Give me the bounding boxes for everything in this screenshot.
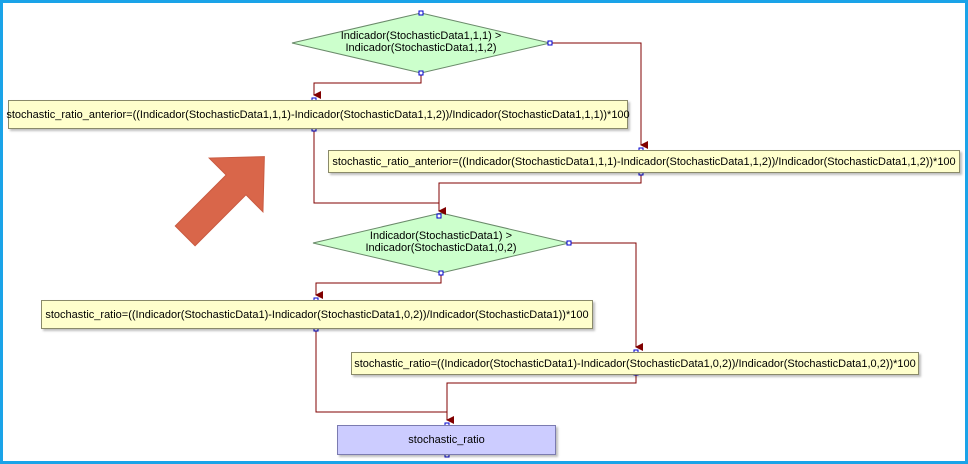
connector-p2-merge [438,173,642,211]
end-box[interactable]: stochastic_ratio [337,425,556,455]
process-box-4[interactable]: stochastic_ratio=((Indicador(StochasticD… [351,352,919,375]
process-box-1-label: stochastic_ratio_anterior=((Indicador(St… [6,108,630,121]
process-box-3-label: stochastic_ratio=((Indicador(StochasticD… [45,308,589,321]
decision-2-line-2: Indicador(StochasticData1,0,2) [365,242,517,254]
process-box-4-label: stochastic_ratio=((Indicador(StochasticD… [354,357,916,370]
process-box-3[interactable]: stochastic_ratio=((Indicador(StochasticD… [41,300,593,329]
decision-2-line-1: Indicador(StochasticData1) > [369,230,513,242]
process-box-1[interactable]: stochastic_ratio_anterior=((Indicador(St… [6,100,630,129]
connector-p4-end [446,373,637,420]
process-box-2[interactable]: stochastic_ratio_anterior=((Indicador(St… [328,150,960,173]
decision-2-label[interactable]: Indicador(StochasticData1) > Indicador(S… [341,230,541,254]
connector-d1-yes [313,73,422,99]
decision-1-line-1: Indicador(StochasticData1,1,1) > [340,30,502,42]
big-arrow-icon [174,156,265,247]
connector-layer [174,10,648,458]
decision-1-label[interactable]: Indicador(StochasticData1,1,1) > Indicad… [321,30,521,54]
process-box-2-label: stochastic_ratio_anterior=((Indicador(St… [332,155,956,168]
connector-d2-no [569,242,643,351]
connector-d2-yes [315,273,442,299]
end-box-label: stochastic_ratio [408,434,485,446]
decision-1-line-2: Indicador(StochasticData1,1,2) [345,42,497,54]
connector-d1-no [550,42,648,149]
